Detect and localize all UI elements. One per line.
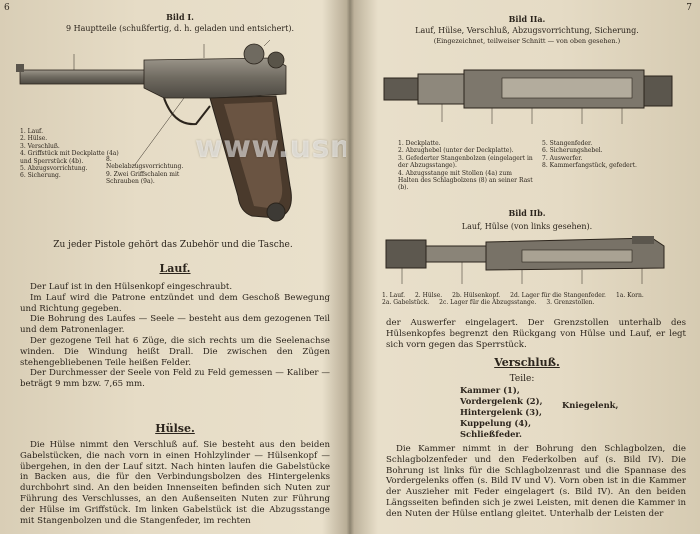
figure-title: Bild I. [166,12,194,22]
verschluss-text: Die Kammer nimmt in der Bohrung den Schl… [386,444,686,520]
legend-item: 8. Kammerfangstück, gefedert. [542,162,637,170]
list-item: Hintergelenk (3), [460,407,542,417]
pistol-illustration [16,39,292,222]
legend-item: 5. Stangenfeder. [542,140,593,147]
figure-2b-legend: 1. Lauf. 2. Hülse. 2b. Hülsenkopf. 2d. L… [382,292,682,307]
list-item: Schließfeder. [460,429,522,439]
legend-item: 6. Sicherungshebel. [542,147,603,155]
figure-2a-note: (Eingezeichnet, teilweiser Schnitt — von… [433,37,621,45]
paragraph: Der Durchmesser der Seele von Feld zu Fe… [20,368,330,390]
legend-item: 1a. Korn. [615,292,644,299]
parts-list: Kammer (1), Vordergelenk (2), Hintergele… [460,385,543,440]
figure-legend-a: 1. Lauf. 2. Hülse. 3. Verschluß. 4. Grif… [20,128,120,180]
legend-item: 7. Auswerfer. [542,154,583,162]
legend-item: 2. Hülse. [20,135,48,143]
legend-item: 2a. Gabelstück. [382,299,430,307]
list-item: Kuppelung (4), [460,418,532,428]
huelse-text: Die Hülse nimmt den Verschluß auf. Sie b… [20,440,330,526]
paragraph: Der Lauf ist in den Hülsenkopf eingeschr… [30,282,233,292]
legend-item: 2. Hülse. [414,292,443,299]
paragraph: Die Hülse nimmt den Verschluß auf. Sie b… [20,440,330,526]
legend-item: 2b. Hülsenkopf. [452,292,501,299]
left-page: 6 Bild I. 9 Hauptteile (schußfertig, d. … [0,0,346,534]
figure-legend-b: 8. Nebelabzugsvorrichtung. 9. Zwei Griff… [106,156,186,186]
legend-item: 6. Sicherung. [20,172,61,180]
paragraph: der Auswerfer eingelagert. Der Grenzstol… [386,318,686,350]
paragraph: Die Kammer nimmt in der Bohrung den Schl… [386,444,686,519]
section-heading-verschluss: Verschluß. [494,356,560,369]
accessories-line: Zu jeder Pistole gehört das Zubehör und … [53,240,293,250]
figure-2a-drawing [383,69,673,124]
right-page: 7 Bild IIa. Lauf, Hülse, Verschluß, Abzu… [352,0,700,534]
legend-item: 8. Nebelabzugsvorrichtung. [106,156,184,171]
legend-item: 2d. Lager für die Stangenfeder. [510,292,606,299]
knee-joint-label: Kniegelenk, [562,400,619,410]
section-heading-huelse: Hülse. [155,422,195,435]
parts-label: Teile: [509,374,535,384]
legend-item: 4. Griffstück mit Deckplatte (4a) und Sp… [20,150,119,165]
legend-item: 3. Gefederter Stangenbolzen (eingelagert… [398,154,533,170]
section-heading-lauf: Lauf. [159,262,191,275]
legend-item: 1. Deckplatte. [398,140,441,147]
figure-2a-title: Bild IIa. [508,14,546,24]
legend-item: 9. Zwei Griffschalen mit Schrauben (9a). [106,170,180,186]
paragraph: Im Lauf wird die Patrone entzündet und d… [20,292,330,314]
list-item: Kammer (1), [460,385,520,395]
lauf-text: Der Lauf ist in den Hülsenkopf eingeschr… [20,282,330,390]
legend-item: 2. Abzughebel (unter der Deckplatte). [398,147,514,155]
page-number-left: 6 [4,3,10,13]
legend-item: 1. Lauf. [382,292,405,299]
figure-2b-subtitle: Lauf, Hülse (von links gesehen). [461,222,593,231]
legend-item: 5. Abzugsvorrichtung. [20,165,88,173]
intro-text: der Auswerfer eingelagert. Der Grenzstol… [386,318,686,350]
list-item: Vordergelenk (2), [460,396,543,406]
paragraph: Die Bohrung des Laufes — Seele — besteht… [20,314,330,336]
legend-item: 2c. Lager für die Abzugsstange. [439,299,537,307]
figure-2b-title: Bild IIb. [508,208,546,218]
figure-2a-legend: 1. Deckplatte. 2. Abzughebel (unter der … [398,140,678,192]
legend-item: 1. Lauf. [20,128,43,135]
paragraph: Der gezogene Teil hat 6 Züge, die sich r… [20,335,330,368]
legend-item: 3. Grenzstollen. [546,299,595,307]
legend-item: 3. Verschluß. [20,142,60,150]
figure-2b-drawing [385,236,665,284]
watermark: www.usmbooks.com [195,130,346,165]
legend-item: 4. Abzugsstange mit Stollen (4a) zum Hal… [398,169,533,192]
figure-2a-subtitle: Lauf, Hülse, Verschluß, Abzugsvorrichtun… [415,26,639,35]
page-number-right: 7 [686,3,692,13]
figure-subtitle: 9 Hauptteile (schußfertig, d. h. geladen… [65,24,295,33]
